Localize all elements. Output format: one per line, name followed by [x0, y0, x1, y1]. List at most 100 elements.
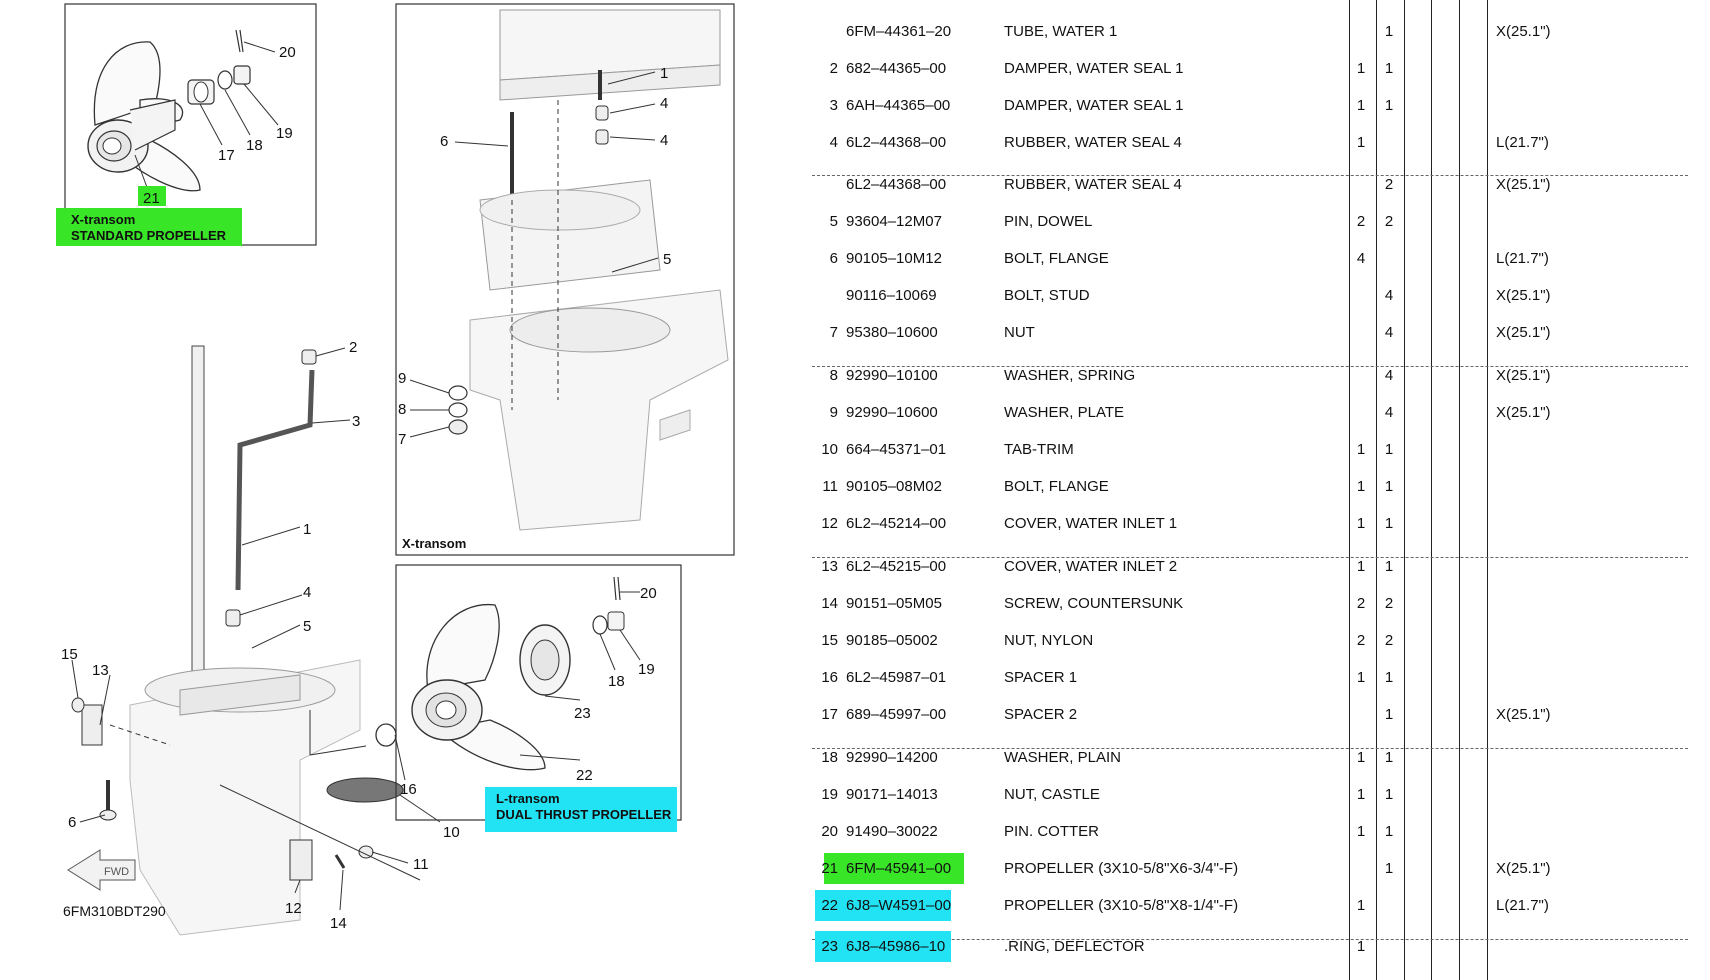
callout-21: 21	[143, 190, 160, 207]
callout-x8: 8	[398, 401, 406, 418]
inset-dual-line2: DUAL THRUST PROPELLER	[496, 807, 672, 822]
group-separator	[812, 939, 1688, 940]
cell-desc: BOLT, FLANGE	[1004, 478, 1109, 495]
cell-desc: SPACER 1	[1004, 669, 1078, 686]
diagram-code: 6FM310BDT290	[63, 903, 166, 919]
cell-ref: 18	[821, 749, 838, 766]
cell-desc: NUT	[1004, 324, 1035, 341]
callout-m2: 2	[349, 339, 357, 356]
cell-part: 6J8–45986–10	[846, 938, 946, 955]
cell-q1: 4	[1356, 250, 1366, 267]
cell-remark: X(25.1")	[1496, 176, 1551, 193]
inset-dual-line1: L-transom	[496, 791, 560, 806]
cell-part: 6J8–W4591–00	[846, 897, 952, 914]
cell-remark: X(25.1")	[1496, 367, 1551, 384]
cell-desc: PIN. COTTER	[1004, 823, 1100, 840]
callout-d19: 19	[638, 661, 655, 678]
cell-q2: 1	[1384, 669, 1394, 686]
cell-q2: 2	[1384, 632, 1394, 649]
callout-m4: 4	[303, 584, 311, 601]
callout-m3: 3	[352, 413, 360, 430]
cell-q2: 1	[1384, 60, 1394, 77]
cell-remark: L(21.7")	[1496, 250, 1549, 267]
inset-xtransom-label: X-transom	[402, 536, 466, 551]
cell-ref: 2	[829, 60, 838, 77]
cell-part: 6L2–44368–00	[846, 134, 947, 151]
cell-q1: 1	[1356, 669, 1366, 686]
fwd-label: FWD	[104, 866, 129, 878]
table-divider	[1349, 0, 1350, 980]
row-highlight	[815, 931, 951, 962]
cell-remark: X(25.1")	[1496, 706, 1551, 723]
cell-desc: SPACER 2	[1004, 706, 1078, 723]
cell-desc: RUBBER, WATER SEAL 4	[1004, 134, 1182, 151]
inset-xtransom-housing: 1 4 4 6 5 9 8 7 X-transom	[395, 3, 735, 556]
callout-18: 18	[246, 137, 263, 154]
cell-q2: 2	[1384, 176, 1394, 193]
cell-part: 6L2–45214–00	[846, 515, 947, 532]
cell-q2: 1	[1384, 441, 1394, 458]
cell-part: 93604–12M07	[846, 213, 942, 230]
cell-ref: 22	[821, 897, 838, 914]
cell-q2: 1	[1384, 558, 1394, 575]
row-highlight	[815, 890, 951, 921]
cell-q2: 1	[1384, 23, 1394, 40]
inset-dual-thrust-propeller: 20 19 18 23 22 L-transom DUAL THRUST PRO…	[395, 564, 682, 832]
callout-d18: 18	[608, 673, 625, 690]
group-separator	[812, 748, 1688, 749]
cell-q2: 1	[1384, 860, 1394, 877]
group-separator	[812, 175, 1688, 176]
cell-q2: 1	[1384, 823, 1394, 840]
cell-part: 91490–30022	[846, 823, 938, 840]
cell-part: 90185–05002	[846, 632, 938, 649]
cell-remark: X(25.1")	[1496, 860, 1551, 877]
cell-ref: 12	[821, 515, 838, 532]
table-divider	[1487, 0, 1488, 980]
cell-ref: 23	[821, 938, 838, 955]
cell-part: 90116–10069	[846, 287, 937, 304]
cell-part: 664–45371–01	[846, 441, 947, 458]
cell-desc: PIN, DOWEL	[1004, 213, 1093, 230]
cell-ref: 17	[821, 706, 838, 723]
cell-q2: 2	[1384, 213, 1394, 230]
cell-ref: 14	[821, 595, 838, 612]
cell-q1: 1	[1356, 478, 1366, 495]
cell-ref: 21	[821, 860, 838, 877]
cell-desc: NUT, NYLON	[1004, 632, 1094, 649]
cell-q1: 1	[1356, 786, 1366, 803]
callout-m5: 5	[303, 618, 311, 635]
callout-x1: 1	[660, 65, 668, 82]
cell-ref: 5	[829, 213, 838, 230]
cell-q2: 1	[1384, 478, 1394, 495]
cell-q1: 1	[1356, 897, 1366, 914]
cell-desc: SCREW, COUNTERSUNK	[1004, 595, 1184, 612]
cell-q2: 4	[1384, 367, 1394, 384]
fwd-arrow-icon	[67, 849, 136, 891]
cell-q2: 1	[1384, 515, 1394, 532]
cell-part: 90171–14013	[846, 786, 938, 803]
cell-remark: X(25.1")	[1496, 404, 1551, 421]
callout-m13: 13	[92, 662, 109, 679]
cell-q2: 1	[1384, 786, 1394, 803]
cell-ref: 9	[829, 404, 838, 421]
callout-m10: 10	[443, 824, 460, 841]
callout-19: 19	[276, 125, 293, 142]
cell-desc: TUBE, WATER 1	[1004, 23, 1118, 40]
callout-d22: 22	[576, 767, 593, 784]
cell-q1: 1	[1356, 938, 1366, 955]
